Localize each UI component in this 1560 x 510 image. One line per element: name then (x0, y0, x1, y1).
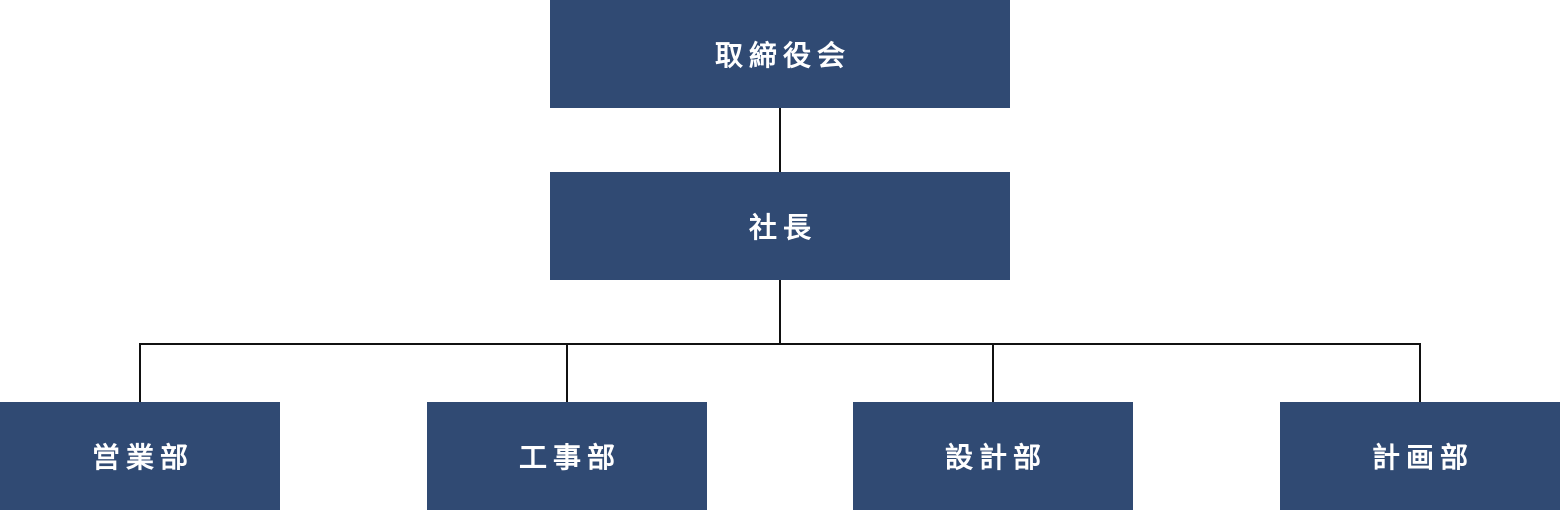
connector-drop-design (992, 343, 994, 402)
board-label: 取締役会 (714, 39, 851, 72)
president-label: 社長 (748, 211, 817, 244)
department-label: 営業部 (91, 441, 194, 474)
department-label: 計画部 (1371, 441, 1474, 474)
president-node: 社長 (550, 172, 1010, 280)
connector-drop-construction (566, 343, 568, 402)
board-node: 取締役会 (550, 0, 1010, 108)
department-node-planning: 計画部 (1280, 402, 1560, 510)
connector-department-bus (139, 343, 1421, 345)
department-label: 工事部 (518, 441, 621, 474)
department-node-construction: 工事部 (427, 402, 707, 510)
connector-board-president (779, 108, 781, 172)
department-node-sales: 営業部 (0, 402, 280, 510)
department-label: 設計部 (944, 441, 1047, 474)
connector-drop-planning (1419, 343, 1421, 402)
connector-drop-sales (139, 343, 141, 402)
connector-president-bus (779, 280, 781, 344)
department-node-design: 設計部 (853, 402, 1133, 510)
